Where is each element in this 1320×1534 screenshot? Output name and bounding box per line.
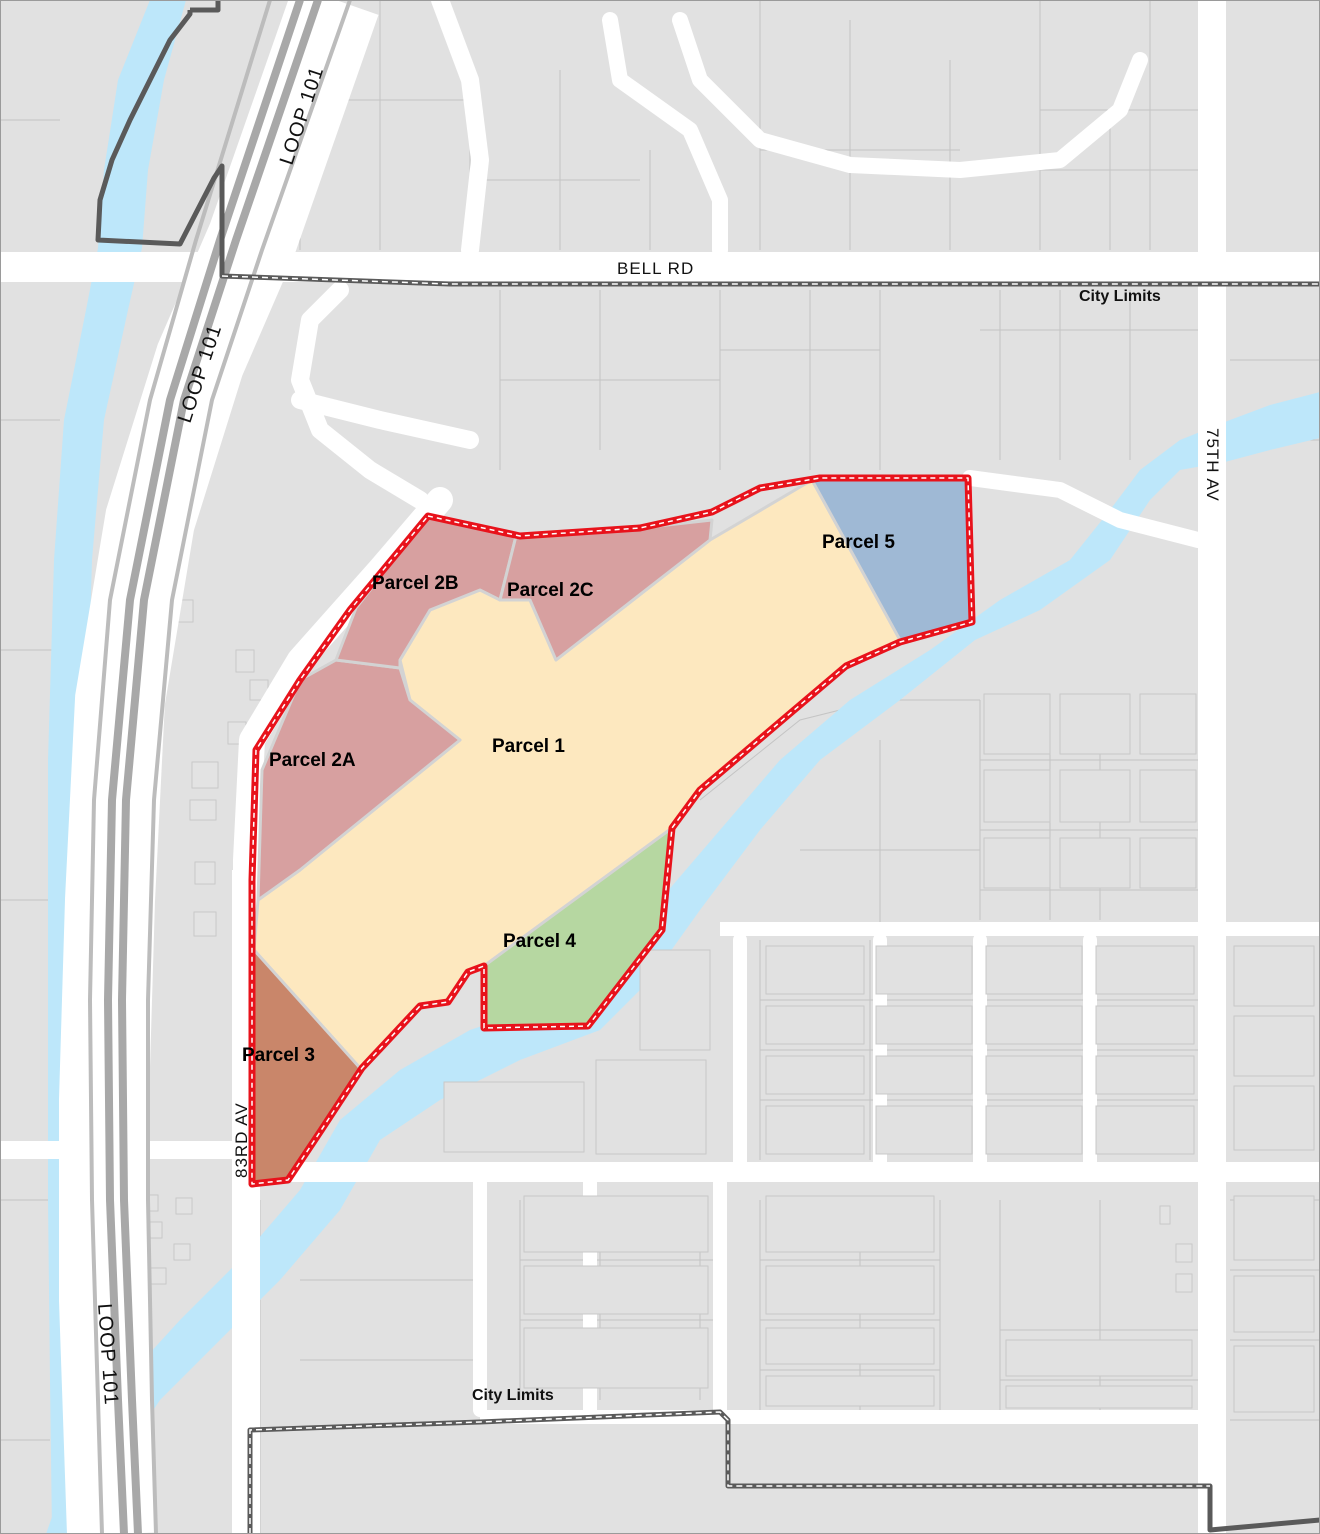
83rd-avenue-label: 83RD AV <box>232 1102 251 1178</box>
75th-avenue <box>1198 0 1226 1534</box>
parcel-1-label: Parcel 1 <box>492 736 565 757</box>
north-ring-road <box>602 12 1148 258</box>
parcel-2b-label: Parcel 2B <box>372 573 459 594</box>
city-limits-lines-inner <box>221 275 1320 1534</box>
residential-blocks <box>443 693 1315 1413</box>
city-limits-label-north: City Limits <box>1079 288 1161 305</box>
site-boundary-dash <box>251 477 973 1185</box>
parcel-3-label: Parcel 3 <box>242 1045 315 1066</box>
bell-road-label: BELL RD <box>617 259 694 278</box>
parcel-2a-area <box>256 658 462 902</box>
parcel-5-label: Parcel 5 <box>822 532 895 553</box>
parcel-4-label: Parcel 4 <box>503 931 576 952</box>
mid-east-street <box>720 922 1320 936</box>
parcel-2a-label: Parcel 2A <box>269 750 356 771</box>
75th-avenue-label: 75TH AV <box>1203 428 1222 502</box>
south-cross-street <box>240 1162 1320 1182</box>
site-parcels <box>250 478 972 1184</box>
loop-101-highway <box>59 0 379 1534</box>
northern-loop-road <box>291 0 489 509</box>
city-limits-label-south: City Limits <box>472 1387 554 1404</box>
east-connector <box>962 470 1206 548</box>
parcel-2c-label: Parcel 2C <box>507 580 594 601</box>
